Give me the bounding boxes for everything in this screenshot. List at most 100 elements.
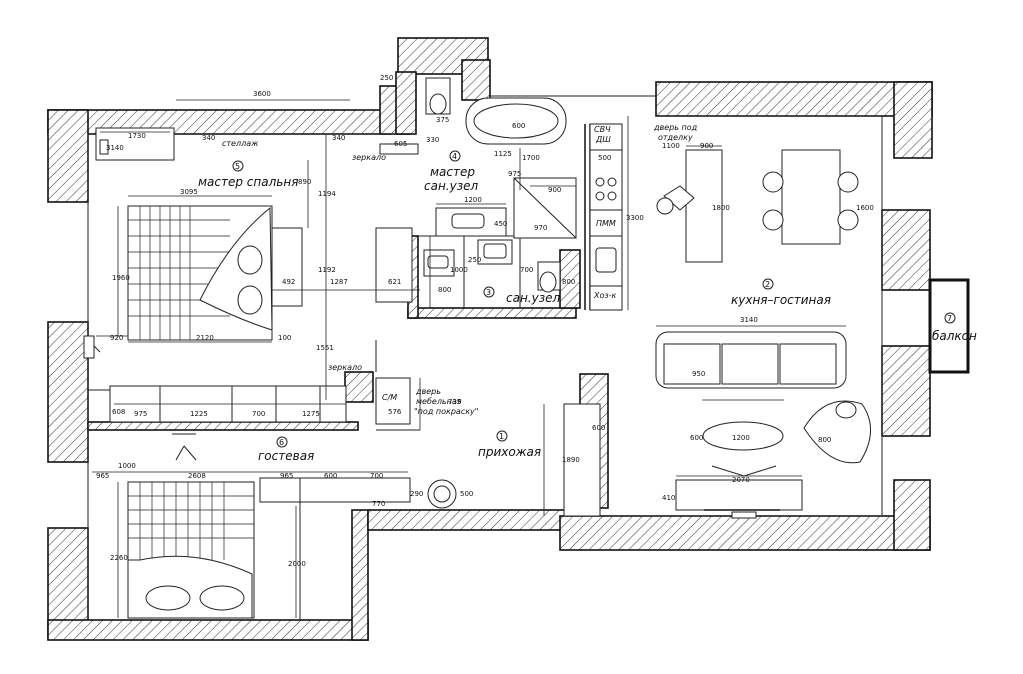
balcony-label: балкон bbox=[932, 329, 977, 343]
mirror-label-2: зеркало bbox=[328, 363, 362, 372]
nightstand bbox=[271, 227, 303, 307]
dimension-labels: 3600 1730 3140 340 340 3095 890 1194 196… bbox=[96, 74, 874, 568]
dimension-label: 576 bbox=[388, 408, 402, 416]
dimension-label: 975 bbox=[508, 170, 521, 178]
balcony: 7 балкон bbox=[928, 278, 977, 374]
dimension-label: 3095 bbox=[180, 188, 198, 196]
dimension-label: 975 bbox=[134, 410, 147, 418]
dimension-label: 100 bbox=[278, 334, 291, 342]
wall-guest-partition bbox=[87, 421, 359, 431]
kitchen-num: 2 bbox=[765, 280, 770, 289]
dimension-label: 600 bbox=[592, 424, 605, 432]
wall-bottom-middle bbox=[367, 509, 569, 531]
wall-right-bottom bbox=[893, 479, 931, 551]
dimension-label: 2608 bbox=[188, 472, 206, 480]
rack-label: стеллаж bbox=[222, 139, 259, 148]
dimension-label: 800 bbox=[818, 436, 831, 444]
walls bbox=[47, 37, 933, 641]
dimension-label: 1960 bbox=[112, 274, 130, 282]
master-bedroom-label: мастер спальня bbox=[198, 175, 298, 189]
dimension-label: 410 bbox=[662, 494, 675, 502]
dimension-label: 1000 bbox=[118, 462, 136, 470]
pmm-label: ПММ bbox=[596, 219, 616, 228]
dimension-label: 800 bbox=[562, 278, 575, 286]
kitchen-cabinets bbox=[589, 123, 623, 311]
guest-num: 6 bbox=[279, 438, 284, 447]
bathroom: 3 сан.узел bbox=[423, 239, 561, 305]
dimension-label: 1730 bbox=[128, 132, 146, 140]
dimension-label: 920 bbox=[110, 334, 123, 342]
dimension-label: 1200 bbox=[732, 434, 750, 442]
dimension-label: 965 bbox=[96, 472, 109, 480]
dimension-label: 1275 bbox=[302, 410, 320, 418]
master-bath-num: 4 bbox=[452, 152, 457, 161]
dimension-label: 970 bbox=[534, 224, 547, 232]
dimension-label: 375 bbox=[436, 116, 449, 124]
door-furniture-label-3: "под покраску" bbox=[414, 407, 478, 416]
wall-top-right bbox=[655, 81, 933, 117]
dimension-label: 900 bbox=[548, 186, 561, 194]
dimension-label: 340 bbox=[202, 134, 215, 142]
dimension-label: 500 bbox=[598, 154, 611, 162]
wall-right-upper bbox=[893, 81, 933, 159]
shoe-cabinet bbox=[563, 403, 601, 517]
wall-hall-stub bbox=[344, 371, 374, 403]
desk bbox=[95, 127, 175, 161]
dimension-label: 608 bbox=[112, 408, 125, 416]
tv-cabinet bbox=[375, 227, 413, 303]
master-bath-label-1: мастер bbox=[430, 165, 475, 179]
dimension-label: 600 bbox=[690, 434, 703, 442]
dimension-label: 3300 bbox=[626, 214, 644, 222]
hall-label: прихожая bbox=[478, 445, 541, 459]
dimension-label: 700 bbox=[520, 266, 533, 274]
mirror-label-1: зеркало bbox=[352, 153, 386, 162]
master-bedroom: 5 мастер спальня стеллаж зеркало зеркало bbox=[83, 127, 413, 423]
dimension-label: 450 bbox=[494, 220, 507, 228]
wall-bath-partition bbox=[407, 307, 577, 319]
armchair bbox=[803, 400, 871, 464]
round-stool bbox=[427, 479, 457, 509]
wall-top-notch-right bbox=[461, 59, 491, 101]
dimension-label: 1192 bbox=[318, 266, 336, 274]
dimension-label: 700 bbox=[370, 472, 383, 480]
dimension-label: 735 bbox=[448, 398, 461, 406]
tv-unit bbox=[675, 479, 803, 511]
hoz-label: Хоз-к bbox=[593, 291, 617, 300]
dimension-label: 800 bbox=[438, 286, 451, 294]
dimension-label: 950 bbox=[692, 370, 705, 378]
wall-bottom-step bbox=[351, 509, 369, 641]
washing-machine-closet bbox=[375, 377, 411, 425]
dimension-label: 890 bbox=[298, 178, 311, 186]
dimension-label: 1800 bbox=[712, 204, 730, 212]
master-bathroom: 4 мастер сан.узел bbox=[379, 77, 577, 239]
guest-room: 6 гостевая bbox=[127, 433, 411, 620]
dimension-label: 500 bbox=[460, 490, 473, 498]
dimension-label: 340 bbox=[332, 134, 345, 142]
svch-label-1: СВЧ bbox=[594, 125, 611, 134]
dimension-label: 2000 bbox=[288, 560, 306, 568]
guest-shelf bbox=[259, 477, 411, 503]
bath-label: сан.узел bbox=[506, 291, 560, 305]
hallway: С/М дверь мебельная "под покраску" 1 при… bbox=[375, 340, 601, 517]
svch-label-2: ДШ bbox=[595, 135, 611, 144]
dimension-label: 250 bbox=[380, 74, 393, 82]
dimension-label: 3140 bbox=[106, 144, 124, 152]
wall-left-upper bbox=[47, 109, 89, 203]
sm-label: С/М bbox=[382, 393, 397, 402]
wall-left-middle bbox=[47, 321, 89, 463]
door-paint-label-1: дверь под bbox=[653, 123, 698, 132]
dimension-label: 492 bbox=[282, 278, 295, 286]
dimension-label: 1200 bbox=[464, 196, 482, 204]
hall-num: 1 bbox=[499, 432, 504, 441]
dimension-label: 290 bbox=[410, 490, 423, 498]
wall-top-notch-lower bbox=[395, 71, 417, 135]
dimension-label: 600 bbox=[512, 122, 525, 130]
dimension-label: 1600 bbox=[856, 204, 874, 212]
balcony-num: 7 bbox=[947, 314, 952, 323]
guest-bed-pattern bbox=[128, 482, 254, 560]
kitchen-label: кухня–гостиная bbox=[731, 293, 831, 307]
dimension-label: 1700 bbox=[522, 154, 540, 162]
wall-bottom-left bbox=[47, 619, 369, 641]
dimension-label: 770 bbox=[372, 500, 385, 508]
dimension-label: 3600 bbox=[253, 90, 271, 98]
